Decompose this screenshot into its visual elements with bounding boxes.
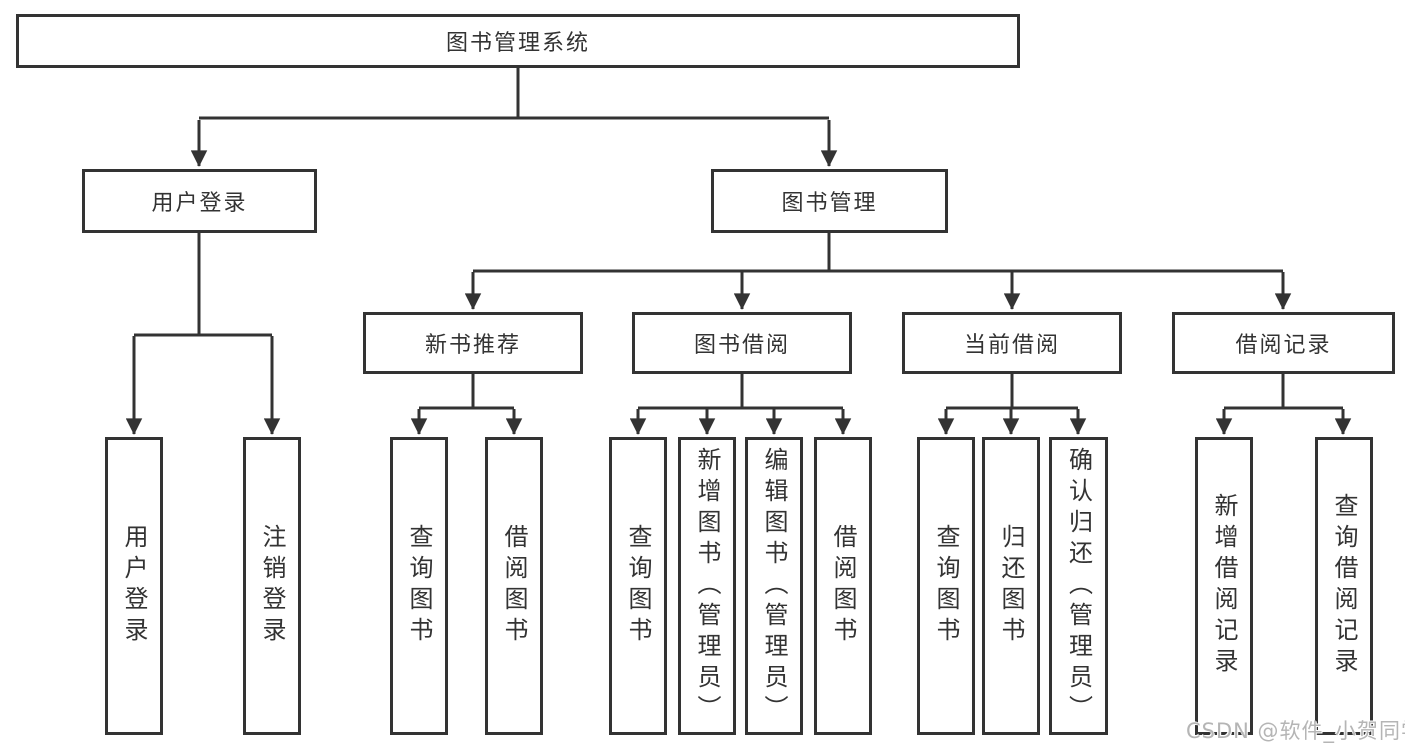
leaf-edit-book-admin: 编辑图书（管理员） [745, 437, 803, 735]
leaf-user-login: 用户登录 [105, 437, 163, 735]
leaf-query-borrow-record: 查询借阅记录 [1315, 437, 1373, 735]
node-book-management: 图书管理 [711, 169, 948, 233]
leaf-query-books-1: 查询图书 [390, 437, 448, 735]
node-user-login: 用户登录 [82, 169, 317, 233]
connector-arrows [125, 120, 1352, 435]
leaf-return-books: 归还图书 [982, 437, 1040, 735]
leaf-query-books-3: 查询图书 [917, 437, 975, 735]
connector-skeleton [134, 68, 1343, 410]
leaf-borrow-books-2: 借阅图书 [814, 437, 872, 735]
node-book-borrowing: 图书借阅 [632, 312, 852, 374]
node-borrowing-records: 借阅记录 [1172, 312, 1395, 374]
leaf-borrow-books-1: 借阅图书 [485, 437, 543, 735]
leaf-logout: 注销登录 [243, 437, 301, 735]
leaf-confirm-return-admin: 确认归还（管理员） [1049, 437, 1108, 735]
node-current-borrowing: 当前借阅 [902, 312, 1122, 374]
leaf-add-borrow-record: 新增借阅记录 [1195, 437, 1253, 735]
watermark: CSDN @软件_小贺同学 [1186, 719, 1405, 743]
node-root-system: 图书管理系统 [16, 14, 1020, 68]
leaf-query-books-2: 查询图书 [609, 437, 667, 735]
leaf-add-book-admin: 新增图书（管理员） [678, 437, 736, 735]
node-new-book-recommendation: 新书推荐 [363, 312, 583, 374]
